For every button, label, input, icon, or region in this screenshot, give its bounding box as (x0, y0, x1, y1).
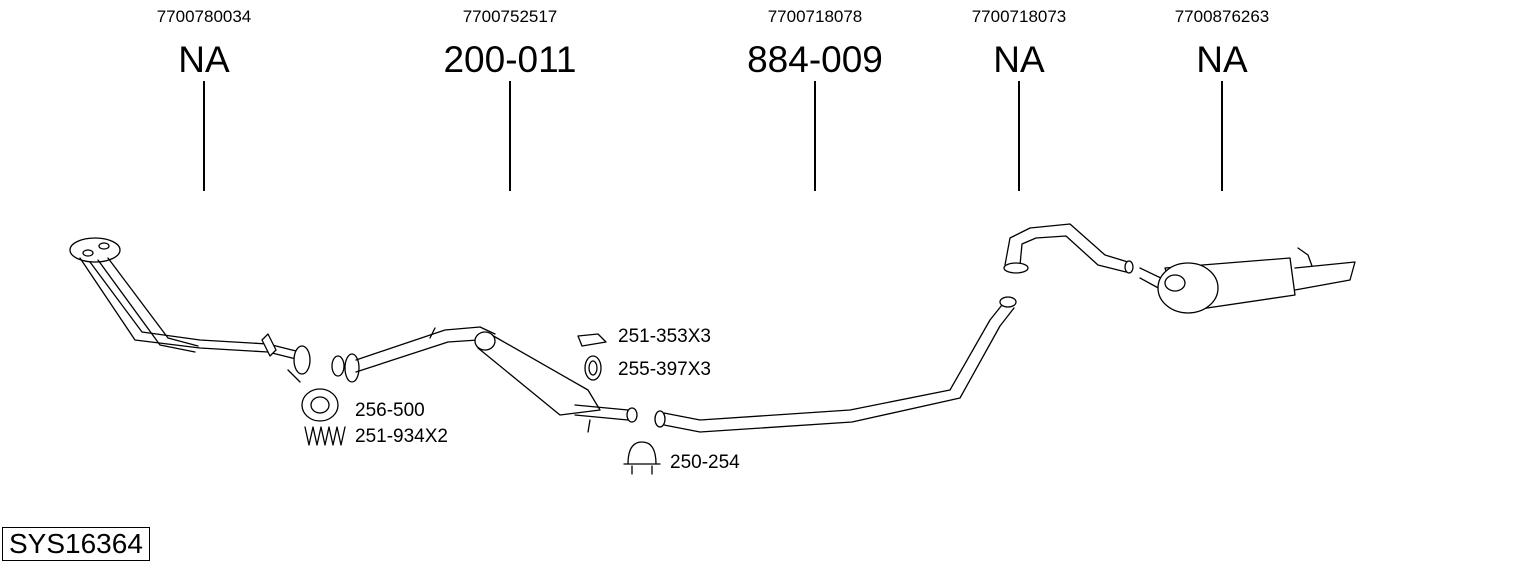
accessory-label: 251-353X3 (618, 326, 711, 347)
part-code: 200-011 (443, 39, 577, 80)
part-code: NA (178, 39, 230, 80)
ring-icon (584, 355, 602, 381)
front-down-pipe (69, 237, 311, 383)
oe-number: 7700718073 (971, 7, 1067, 26)
gasket-icon (301, 388, 339, 422)
part-code: 884-009 (747, 39, 883, 80)
rear-link-pipe (1003, 223, 1134, 274)
clamp-icon (577, 333, 607, 347)
oe-number: 7700752517 (462, 7, 558, 26)
leader-line (1221, 81, 1223, 191)
oe-number: 7700718078 (767, 7, 863, 26)
oe-number: 7700876263 (1174, 7, 1270, 26)
part-code: NA (993, 39, 1045, 80)
accessory-label: 256-500 (355, 400, 425, 421)
system-id-box: SYS16364 (2, 527, 150, 561)
accessory-label: 251-934X2 (355, 426, 448, 447)
intermediate-pipe (654, 296, 1017, 433)
leader-line (814, 81, 816, 191)
leader-line (1018, 81, 1020, 191)
front-muffler-pipe (331, 326, 638, 433)
part-code: NA (1196, 39, 1248, 80)
leader-line (509, 81, 511, 191)
oe-number: 7700780034 (156, 7, 252, 26)
rear-silencer (1139, 247, 1356, 314)
u-clamp-icon (623, 441, 661, 475)
leader-line (203, 81, 205, 191)
accessory-label: 255-397X3 (618, 359, 711, 380)
spring-icon (304, 426, 346, 446)
accessory-label: 250-254 (670, 452, 740, 473)
